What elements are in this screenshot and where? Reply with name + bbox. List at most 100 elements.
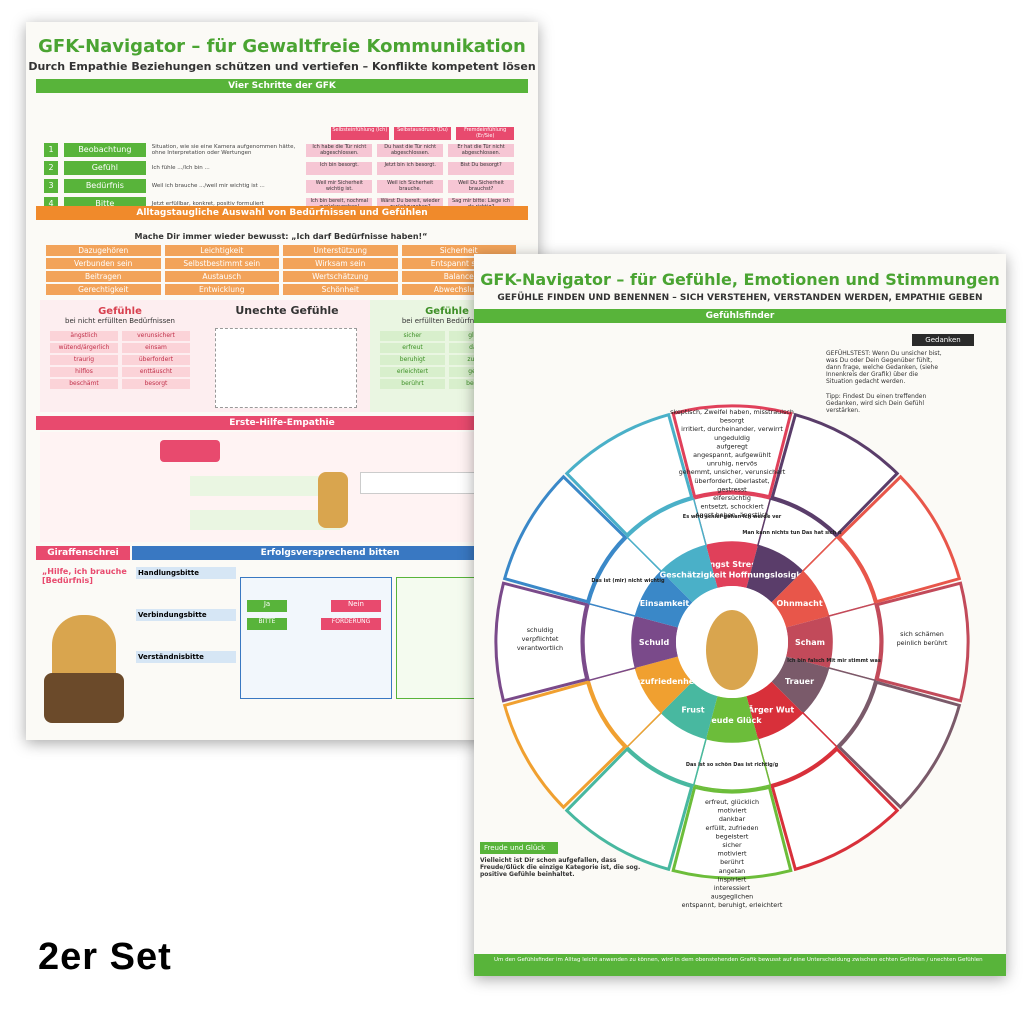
feeling-item: erleichtert [380, 367, 445, 377]
step-desc: Weil ich brauche .../weil mir wichtig is… [151, 183, 265, 189]
wheel-emotion-label: Ärger Wut [748, 705, 795, 715]
wheel-outer-segment [564, 412, 694, 537]
step-desc: Situation, wie sie eine Kamera aufgenomm… [151, 144, 296, 156]
need-item: Entspannt sein [401, 258, 516, 269]
ja-label: Ja [247, 600, 287, 612]
wheel-outer-word: entspannt, beruhigt, erleichtert [682, 901, 783, 909]
wheel-outer-word: inspiriert [718, 875, 747, 883]
wheel-outer-segment [494, 581, 589, 703]
step-number: 2 [44, 161, 58, 175]
giraffe-jacket [44, 673, 124, 723]
feelings-wheel: Angst StressHoffnungslosigkeitOhnmachtSc… [494, 404, 970, 909]
step-row: 3 Bedürfnis Weil ich brauche .../weil mi… [44, 178, 514, 194]
speech-bubble [160, 440, 220, 462]
step-column-headers: Selbsteinfühlung (Ich) Selbstausdruck (D… [326, 126, 515, 140]
wheel-outer-word: gestresst [717, 485, 747, 493]
wheel-emotion-label: Freude Glück [702, 716, 762, 725]
poster-gewaltfreie-kommunikation: GFK-Navigator – für Gewaltfreie Kommunik… [26, 22, 538, 740]
feeling-item: erfreut [380, 343, 445, 353]
wheel-outer-segment [770, 412, 900, 537]
giraffe-figure [318, 472, 348, 528]
feeling-item: besorgt [122, 379, 190, 389]
step-cell: Bist Du besorgt? [448, 161, 514, 175]
hint-box [190, 476, 340, 496]
feeling-item: überfordert [122, 355, 190, 365]
tipp-text: Tipp: Findest Du einen treffenden Gedank… [826, 393, 927, 414]
wheel-outer-word: berührt [720, 858, 744, 866]
wheel-emotion-segment [746, 681, 803, 739]
feelings-met-title: Gefühle [425, 306, 469, 317]
wheel-emotion-segment [661, 681, 718, 739]
wheel-thought-text: Es wird schief gehen Ich werde ver [683, 514, 782, 520]
need-item: Entwicklung [164, 284, 279, 295]
feeling-item: beschämt [50, 379, 118, 389]
wheel-outer-word: angetan [719, 867, 745, 875]
feelings-unmet: Gefühle bei nicht erfüllten Bedürfnissen… [40, 300, 200, 412]
poster1-subtitle: Durch Empathie Beziehungen schützen und … [28, 60, 536, 73]
wheel-outer-segment [502, 474, 627, 604]
steps-section: Selbsteinfühlung (Ich) Selbstausdruck (D… [44, 126, 515, 214]
need-item: Wertschätzung [283, 271, 398, 282]
step-cell: Ich habe die Tür nicht abgeschlossen. [306, 143, 373, 157]
set-label: 2er Set [38, 936, 172, 978]
bitte-types: Handlungsbitte Verbindungsbitte Verständ… [136, 567, 236, 663]
feeling-item: enttäuscht [122, 367, 190, 377]
wheel-outer-segment [837, 474, 962, 604]
step-cell: Weil ich Sicherheit brauche. [377, 179, 444, 193]
wheel-outer-word: sich schämen [900, 630, 944, 638]
wheel-outer-word: eifersüchtig [713, 494, 751, 502]
wheel-emotion-label: Ohnmacht [776, 599, 822, 608]
step-row: 2 Gefühl Ich fühle .../Ich bin ... Ich b… [44, 160, 514, 176]
need-item: Gerechtigkeit [46, 284, 161, 295]
giraffe-center-icon [706, 610, 758, 690]
wheel-emotion-label: Frust [681, 706, 704, 715]
wheel-outer-word: gehemmt, unsicher, verunsichert [679, 468, 786, 476]
feeling-item: beruhigt [380, 355, 445, 365]
gedanken-tag: Gedanken [912, 334, 974, 346]
wheel-outer-segment [564, 747, 694, 872]
test-text: GEFÜHLSTEST: Wenn Du unsicher bist, was … [826, 350, 942, 385]
wheel-outer-word: besorgt [720, 417, 745, 425]
bitten-header: Erfolgsversprechend bitten [132, 546, 528, 560]
giraffe-scream-panel: „Hilfe, ich brauche [Bedürfnis] [42, 567, 128, 727]
need-item: Sicherheit [401, 245, 516, 256]
wheel-emotion-label: Trauer [785, 677, 814, 686]
step-row: 1 Beobachtung Situation, wie sie eine Ka… [44, 142, 514, 158]
step-cell: Ich bin besorgt. [306, 161, 373, 175]
wheel-emotion-segment [635, 656, 693, 713]
column-header: Fremdeinfühlung (Er/Sie) [456, 126, 515, 140]
joy-header: Freude und Glück [480, 842, 558, 854]
need-item: Dazugehören [46, 245, 161, 256]
wheel-emotion-label: Geschätzigkeit [660, 570, 727, 579]
need-item: Abwechslung [401, 284, 516, 295]
ja-nein-diagram: Ja Nein BITTE FORDERUNG [240, 577, 392, 699]
feelings-unmet-sub: bei nicht erfüllten Bedürfnissen [65, 317, 175, 325]
wheel-outer-segment [671, 404, 793, 499]
wheel-outer-word: motiviert [717, 850, 747, 858]
feeling-test: Gedanken GEFÜHLSTEST: Wenn Du unsicher b… [826, 334, 994, 414]
wheel-outer-segment [875, 581, 970, 703]
wheel-outer-word: überfordert, überlastet, [694, 477, 769, 485]
bitte-type: Handlungsbitte [136, 567, 236, 579]
wheel-outer-word: motiviert [717, 807, 747, 815]
nein-label: Nein [331, 600, 381, 612]
wheel-emotion-label: Schuld [639, 638, 670, 647]
step-cell: Du hast die Tür nicht abgeschlossen. [377, 143, 444, 157]
feeling-item: hilflos [50, 367, 118, 377]
wheel-outer-word: angespannt, aufgewühlt [693, 451, 771, 459]
giraffe-quote: „Hilfe, ich brauche [Bedürfnis] [42, 567, 127, 585]
step-cell: Weil Du Sicherheit brauchst? [448, 179, 514, 193]
need-item: Balance [401, 271, 516, 282]
erste-hilfe-section [40, 432, 524, 542]
joy-text: Vielleicht ist Dir schon aufgefallen, da… [480, 857, 641, 878]
need-item: Selbstbestimmt sein [164, 258, 279, 269]
need-item: Beitragen [46, 271, 161, 282]
step-desc: Ich fühle .../Ich bin ... [151, 165, 210, 171]
wheel-outer-word: sicher [722, 841, 742, 849]
unechte-box [215, 328, 357, 408]
feeling-item: sicher [380, 331, 445, 341]
wheel-thought-text: Das ist (mir) nicht wichtig [591, 578, 665, 584]
wheel-emotion-segment [771, 571, 829, 628]
need-item: Unterstützung [283, 245, 398, 256]
